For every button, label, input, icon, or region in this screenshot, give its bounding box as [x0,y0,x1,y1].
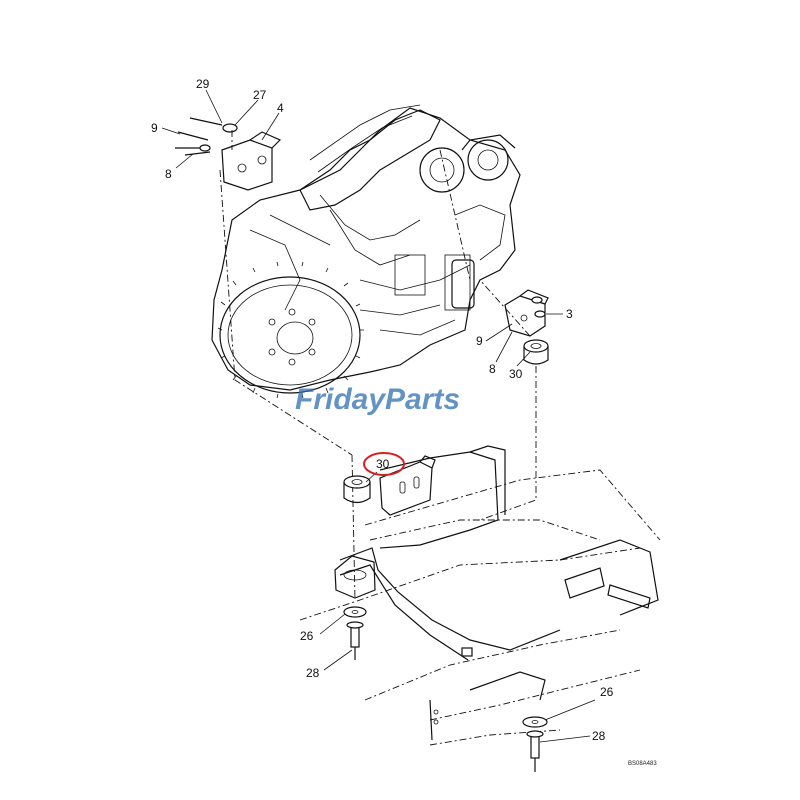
callout-4: 4 [277,101,284,115]
callout-29: 29 [196,77,210,91]
lower-hardware-right [522,716,548,772]
callout-labels: 29 27 4 9 8 3 9 8 30 30 26 28 26 28 [151,77,614,743]
callout-30-right: 30 [509,367,523,381]
callout-30-center: 30 [376,457,390,471]
callout-9-upper: 9 [151,121,158,135]
callout-26-left: 26 [300,629,314,643]
rear-right-mount-bracket [504,289,549,365]
assembly-centerlines [219,130,537,601]
highlight-ring-30 [363,452,405,476]
callout-3: 3 [566,307,573,321]
center-isolator-30 [343,475,371,504]
callout-8-right: 8 [489,362,496,376]
callout-28-left: 28 [306,666,320,680]
engine-assembly [211,104,521,399]
machine-frame [299,445,661,746]
leader-lines [161,89,596,743]
front-left-mount-bracket [175,117,282,191]
drawing-reference-code: BS08A483 [628,761,657,767]
callout-28-right: 28 [592,729,606,743]
lower-hardware-left [343,606,367,660]
callout-8-upper: 8 [165,167,172,181]
callout-9-right: 9 [476,334,483,348]
callout-27: 27 [253,88,267,102]
callout-26-right: 26 [600,685,614,699]
watermark-logo: FridayParts [295,383,460,416]
